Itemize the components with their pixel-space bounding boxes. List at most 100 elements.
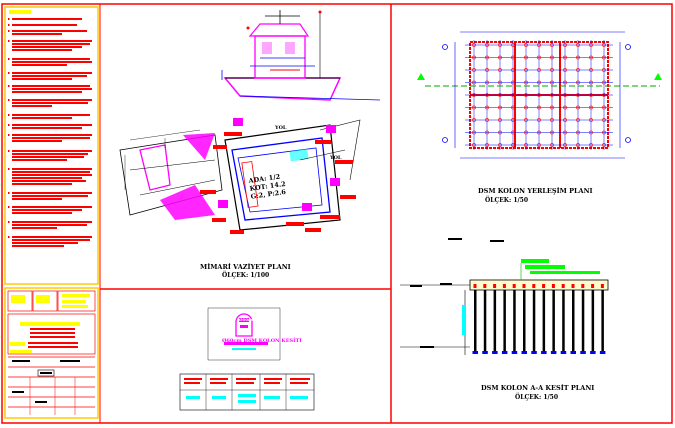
section-pile bbox=[532, 290, 536, 352]
pile-point bbox=[576, 143, 580, 147]
pile-point bbox=[472, 105, 476, 110]
pile-point bbox=[550, 105, 554, 110]
pile-point bbox=[498, 93, 502, 97]
section-pile bbox=[562, 290, 565, 352]
pile-point bbox=[537, 55, 541, 60]
pile-point bbox=[576, 130, 580, 135]
pile-point bbox=[485, 143, 489, 147]
pile-point bbox=[511, 80, 515, 85]
pile-toe bbox=[521, 351, 527, 354]
pile-toe bbox=[560, 351, 567, 354]
pile-toe bbox=[541, 351, 547, 354]
pile-cap-mark bbox=[561, 284, 565, 288]
section-pile bbox=[581, 290, 585, 352]
pile-point bbox=[602, 143, 606, 147]
pile-point bbox=[589, 130, 593, 135]
pile-cap-mark bbox=[551, 284, 555, 288]
pile-point bbox=[550, 130, 554, 135]
pile-point bbox=[563, 130, 567, 135]
title-block bbox=[4, 287, 99, 419]
pile-point bbox=[589, 143, 593, 147]
plan-scale: ÖLÇEK: 1/100 bbox=[222, 272, 270, 279]
pile-point bbox=[472, 43, 476, 47]
pile-point bbox=[485, 68, 489, 72]
pile-point bbox=[485, 43, 489, 47]
road-label-right: YOL bbox=[330, 155, 342, 161]
plan-center-label: ADA: 1/2 KOT: 14.2 G:2, P:2.6 bbox=[248, 172, 287, 201]
pile-point bbox=[524, 130, 528, 135]
pile-point bbox=[511, 105, 515, 110]
pile-point bbox=[511, 43, 515, 47]
pile-point bbox=[550, 55, 554, 60]
pile-point bbox=[563, 43, 567, 47]
pile-point bbox=[511, 118, 515, 122]
elevation-drawing bbox=[221, 10, 381, 101]
pile-point bbox=[511, 93, 515, 97]
pile-point bbox=[498, 80, 502, 85]
section-pile bbox=[523, 290, 526, 352]
pile-toe bbox=[511, 351, 518, 354]
pile-point bbox=[524, 118, 528, 122]
pile-point bbox=[524, 80, 528, 85]
pile-point bbox=[498, 130, 502, 135]
pile-point bbox=[576, 93, 580, 97]
pile-point bbox=[563, 55, 567, 60]
pile-point bbox=[472, 93, 476, 97]
pile-point bbox=[576, 55, 580, 60]
pile-toe bbox=[492, 351, 498, 354]
section-pile bbox=[542, 290, 546, 352]
pile-cap-mark bbox=[483, 284, 487, 288]
pile-toe bbox=[590, 351, 596, 354]
pile-detail-box bbox=[207, 307, 281, 361]
pile-point bbox=[589, 80, 593, 85]
section-piles bbox=[472, 284, 606, 354]
pile-point bbox=[576, 105, 580, 110]
pile-layout-plan bbox=[417, 31, 662, 159]
pile-point bbox=[550, 143, 554, 147]
pile-point bbox=[524, 93, 528, 97]
section-pile bbox=[493, 290, 497, 352]
pile-point bbox=[602, 43, 606, 47]
pile-point bbox=[550, 43, 554, 47]
pile-point bbox=[537, 143, 541, 147]
pile-toe bbox=[580, 351, 586, 354]
pile-point bbox=[576, 80, 580, 85]
pile-plan-title: DSM KOLON YERLEŞİM PLANI bbox=[478, 187, 593, 195]
section-pile bbox=[572, 290, 575, 352]
pile-toe bbox=[550, 351, 557, 354]
pile-point bbox=[563, 118, 567, 122]
pile-point bbox=[498, 118, 502, 122]
pile-point bbox=[498, 55, 502, 60]
pile-point bbox=[485, 105, 489, 110]
pile-cap-mark bbox=[532, 284, 536, 288]
pile-point bbox=[511, 143, 515, 147]
pile-toe bbox=[482, 351, 488, 354]
pile-toe bbox=[531, 351, 537, 354]
pile-toe bbox=[501, 351, 508, 354]
pile-point bbox=[563, 68, 567, 72]
pile-point bbox=[589, 93, 593, 97]
pile-point bbox=[602, 68, 606, 72]
pile-point bbox=[602, 118, 606, 122]
pile-point bbox=[511, 55, 515, 60]
site-plan-drawing bbox=[119, 118, 361, 234]
pile-point bbox=[472, 68, 476, 72]
pile-point bbox=[524, 143, 528, 147]
detail-caption: Ø60cm bbox=[239, 317, 255, 322]
pile-cap-mark bbox=[571, 284, 575, 288]
pile-point bbox=[524, 55, 528, 60]
section-pile bbox=[591, 290, 595, 352]
pile-point bbox=[485, 80, 489, 85]
pile-point bbox=[563, 93, 567, 97]
pile-point bbox=[498, 105, 502, 110]
pile-point bbox=[472, 118, 476, 122]
pile-point bbox=[602, 80, 606, 85]
pile-point bbox=[537, 105, 541, 110]
legend-table bbox=[179, 373, 315, 411]
pile-point bbox=[563, 80, 567, 85]
pile-point bbox=[602, 93, 606, 97]
pile-point bbox=[550, 68, 554, 72]
pile-point bbox=[537, 68, 541, 72]
pile-point bbox=[472, 143, 476, 147]
general-notes bbox=[8, 18, 92, 247]
